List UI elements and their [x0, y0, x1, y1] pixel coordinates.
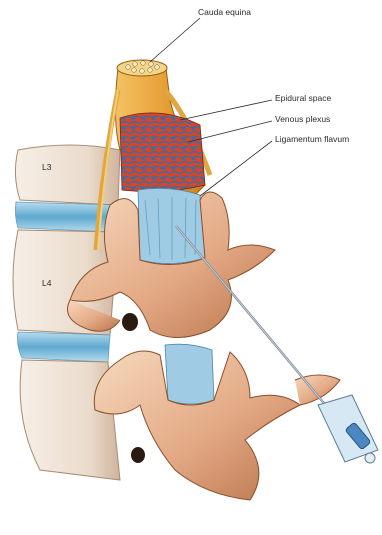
ligamentum-flavum-lower — [165, 344, 214, 404]
disc-l4-l5 — [18, 332, 111, 362]
label-l3: L3 — [42, 162, 52, 172]
posterior-elements-lower — [94, 351, 340, 500]
venous-plexus — [120, 113, 205, 192]
label-cauda-equina: Cauda equina — [198, 7, 251, 17]
label-ligamentum-flavum: Ligamentum flavum — [275, 134, 349, 144]
label-epidural-space: Epidural space — [275, 93, 332, 103]
label-venous-plexus: Venous plexus — [275, 114, 330, 124]
intervertebral-foramen-lower — [131, 447, 145, 463]
intervertebral-foramen-upper — [122, 313, 138, 331]
label-l4: L4 — [42, 278, 52, 288]
